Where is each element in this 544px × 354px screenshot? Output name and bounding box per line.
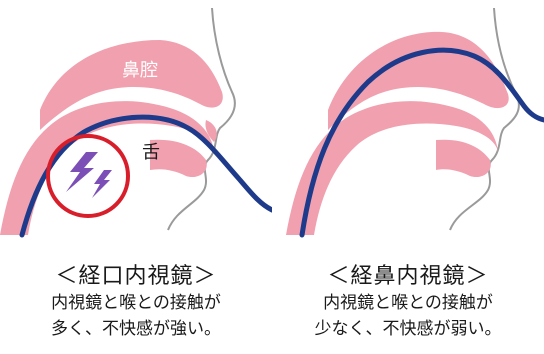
tongue-tissue bbox=[436, 139, 491, 178]
oral-endoscope-panel: 鼻腔 舌 ＜経口内視鏡＞ 内視鏡と喉との接触が 多く、不快感が強い。 bbox=[0, 7, 272, 339]
face-profile-outline bbox=[449, 7, 520, 231]
nasal-endoscope-tube bbox=[299, 47, 544, 238]
lip-tissue bbox=[205, 120, 217, 142]
contact-highlight-circle bbox=[46, 134, 130, 218]
nasal-caption-line1: 内視鏡と喉との接触が bbox=[323, 293, 493, 313]
nasal-endoscope-panel: ＜経鼻内視鏡＞ 内視鏡と喉との接触が 少なく、不快感が弱い。 bbox=[272, 0, 544, 354]
nasal-endoscope-title: ＜経鼻内視鏡＞ bbox=[327, 264, 489, 289]
nasal-cavity-tissue bbox=[328, 31, 509, 130]
nasal-endoscope-diagram bbox=[286, 7, 544, 238]
label-tongue: 舌 bbox=[142, 142, 160, 163]
label-nasal-cavity: 鼻腔 bbox=[122, 60, 158, 81]
throat-tissue bbox=[286, 101, 498, 235]
throat-tissue bbox=[0, 101, 214, 235]
face-profile-outline bbox=[167, 7, 236, 231]
tongue-tissue bbox=[150, 139, 207, 178]
oral-endoscope-title: ＜経口内視鏡＞ bbox=[55, 264, 217, 289]
oral-caption-line2: 多く、不快感が強い。 bbox=[51, 319, 221, 339]
lightning-pain-icon bbox=[66, 152, 112, 198]
oral-endoscope-diagram bbox=[0, 7, 272, 238]
nasal-caption-line2: 少なく、不快感が弱い。 bbox=[314, 319, 502, 339]
oral-caption-line1: 内視鏡と喉との接触が bbox=[51, 293, 221, 313]
nasal-cavity-tissue bbox=[40, 40, 223, 130]
